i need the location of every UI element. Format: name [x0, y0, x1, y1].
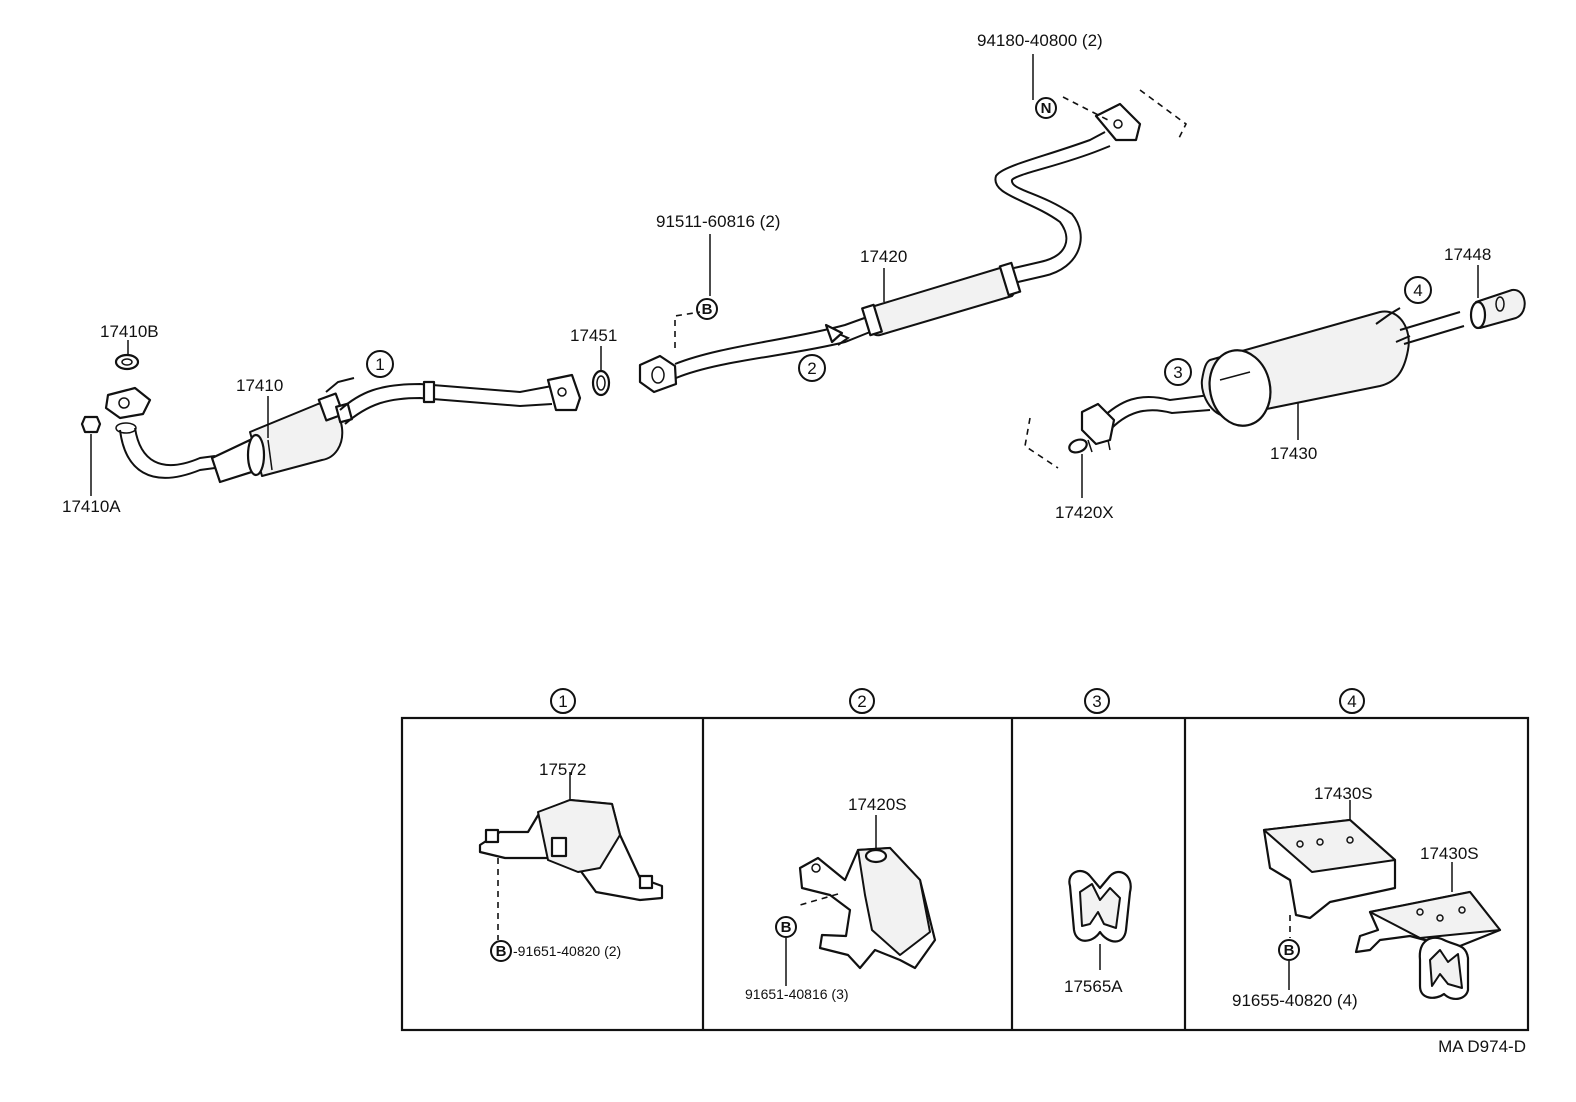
front-pipe-17410 [104, 373, 582, 484]
label-91655-40820: 91655-40820 (4) [1232, 991, 1358, 1010]
callout-1-text: 1 [375, 355, 384, 374]
ref-B-text: B [702, 301, 713, 318]
label-17410B: 17410B [100, 322, 159, 341]
ref-B-panel4: B [1284, 942, 1295, 959]
label-17565A: 17565A [1064, 977, 1123, 996]
label-17572: 17572 [539, 760, 586, 779]
bracket-17572: B [478, 772, 664, 962]
label-91651-40816: 91651-40816 (3) [745, 986, 849, 1002]
callout-4: 4 [1404, 276, 1432, 304]
ref-B-upper: B [696, 298, 718, 320]
panel-callout-3-text: 3 [1092, 692, 1101, 711]
label-17448: 17448 [1444, 245, 1491, 264]
detail-panel [400, 716, 1530, 1032]
callout-3-text: 3 [1173, 363, 1182, 382]
label-91651-40820: -91651-40820 (2) [513, 943, 621, 959]
panel-callout-1-text: 1 [558, 692, 567, 711]
nut-17410A [80, 415, 102, 434]
label-17430S-upper: 17430S [1314, 784, 1373, 803]
label-17451: 17451 [570, 326, 617, 345]
muffler-17430 [1080, 307, 1465, 453]
center-pipe-17420 [638, 102, 1142, 394]
ref-B-panel2: B [781, 919, 792, 936]
label-17410: 17410 [236, 376, 283, 395]
tail-tip-17448 [1469, 288, 1526, 330]
label-17410A: 17410A [62, 497, 121, 516]
diagram-code: MA D974-D [1438, 1037, 1526, 1056]
panel-callout-3: 3 [1084, 688, 1110, 714]
hanger-17565A [1068, 869, 1132, 970]
label-94180-40800: 94180-40800 (2) [977, 31, 1103, 50]
panel-callout-2: 2 [849, 688, 875, 714]
panel-callout-4: 4 [1339, 688, 1365, 714]
leader-lines [90, 54, 1479, 498]
gasket-17451 [591, 369, 611, 397]
label-17420: 17420 [860, 247, 907, 266]
bracket-17430S-upper: B [1262, 800, 1397, 990]
gasket-17420X [1068, 438, 1088, 454]
label-17430: 17430 [1270, 444, 1317, 463]
panel-callout-1: 1 [550, 688, 576, 714]
label-17420S: 17420S [848, 795, 907, 814]
callout-4-text: 4 [1413, 281, 1422, 300]
label-17430S-lower: 17430S [1420, 844, 1479, 863]
callout-2-text: 2 [807, 359, 816, 378]
ref-N-text: N [1041, 100, 1052, 117]
bracket-17430S-lower [1354, 862, 1502, 1000]
dashed-guides [674, 89, 1188, 469]
bracket-17420S: B [775, 815, 937, 986]
callout-3: 3 [1164, 358, 1192, 386]
panel-callout-4-text: 4 [1347, 692, 1356, 711]
gasket-17410B [114, 353, 140, 371]
ref-B-panel1: B [496, 943, 507, 960]
callout-1: 1 [366, 350, 394, 378]
panel-callout-2-text: 2 [857, 692, 866, 711]
label-17420X: 17420X [1055, 503, 1114, 522]
callout-2: 2 [798, 354, 826, 382]
label-91511-60816: 91511-60816 (2) [656, 212, 780, 231]
ref-N: N [1035, 97, 1057, 119]
